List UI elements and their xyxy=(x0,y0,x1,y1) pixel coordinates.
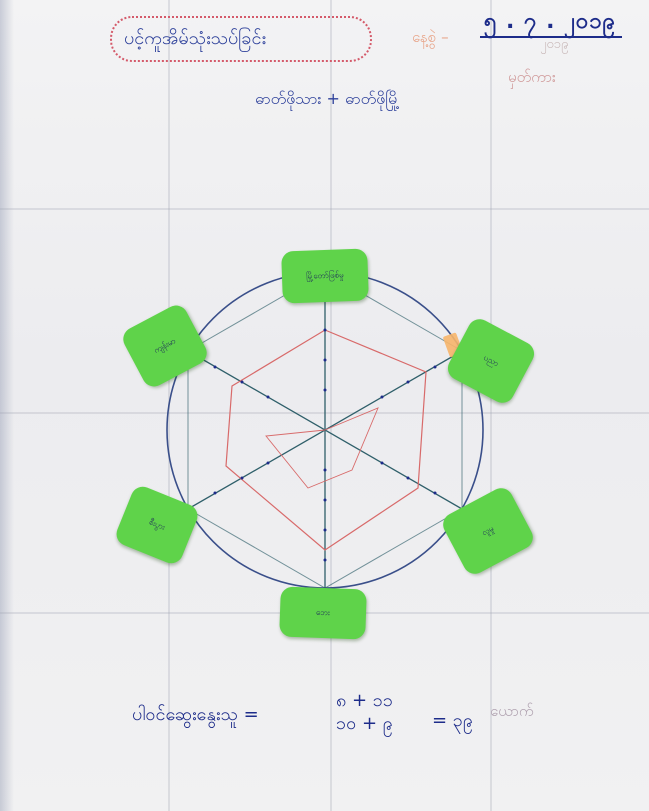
inner-web-polygon xyxy=(226,330,426,550)
inner-web-polygon xyxy=(266,408,378,488)
sticky-note-label: ကျန်းမာ xyxy=(152,335,178,356)
sticky-note-label: လူမှု xyxy=(480,523,496,539)
participants-unit: ယောက် xyxy=(490,702,534,724)
participants-sum-line-2: ၁၀ + ၉ xyxy=(336,711,393,738)
sticky-note: ဘေး xyxy=(279,587,367,640)
sticky-note: မြို့တော်ဖြစ်မှု xyxy=(281,249,369,304)
participants-total: = ၃၉ xyxy=(432,708,473,735)
sticky-note-label: စီးပွား xyxy=(147,516,167,533)
sticky-note-label: ပညာ xyxy=(481,352,500,370)
participants-label: ပါဝင်ဆွေးနွေးသူ = xyxy=(132,702,259,729)
sticky-note-label: ဘေး xyxy=(316,607,330,619)
sticky-note-label: မြို့တော်ဖြစ်မှု xyxy=(306,269,344,282)
